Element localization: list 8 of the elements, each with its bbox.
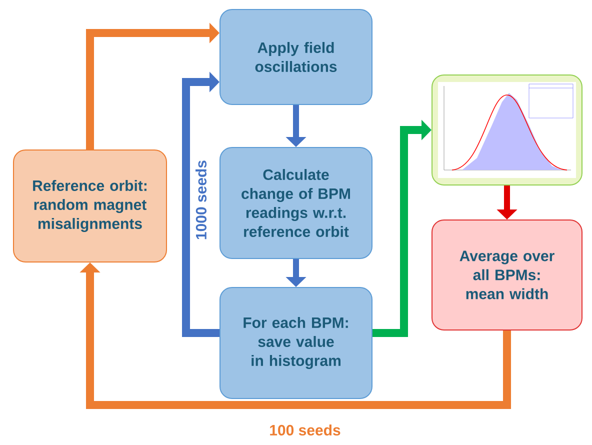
process-box: Average over all BPMs: mean width — [432, 220, 582, 330]
edge-label: 1000 seeds — [196, 160, 206, 240]
process-box: For each BPM: save value in histogram — [220, 287, 372, 399]
process-box: Apply field oscillations — [220, 9, 372, 105]
picture — [432, 74, 582, 186]
edge-label: 100 seeds — [270, 424, 340, 436]
process-box: Reference orbit: random magnet misalignments — [13, 150, 167, 262]
process-box: Calculate change of BPM readings w.r.t. reference orbit — [220, 147, 372, 259]
